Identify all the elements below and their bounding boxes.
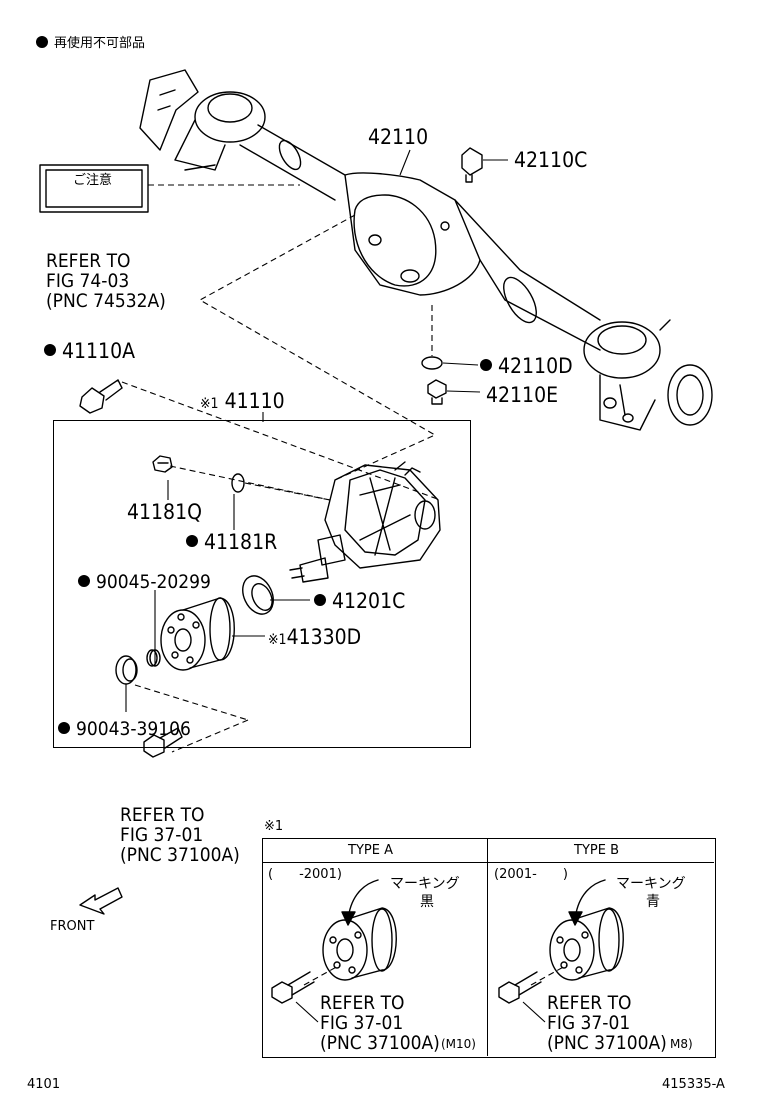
gasket-drawing xyxy=(421,356,443,370)
note-table-divider xyxy=(487,838,488,1056)
refer-bolt-line1: REFER TO xyxy=(120,804,205,826)
oil-seal-drawing xyxy=(242,575,274,615)
type-b-header: TYPE B xyxy=(574,843,619,858)
reuse-not-allowed-dot-icon xyxy=(480,359,492,371)
part-number: 41110A xyxy=(62,339,136,363)
refer-bolt-line3: (PNC 37100A) xyxy=(120,844,240,866)
note-mark: ※1 xyxy=(268,632,287,648)
note-table-header-row xyxy=(262,838,714,863)
part-label-41110a[interactable]: 41110A xyxy=(44,341,135,362)
lower-bolt-drawing xyxy=(143,727,183,758)
type-a-size: (M10) xyxy=(441,1037,476,1051)
axle-housing-drawing xyxy=(139,69,713,431)
part-label-41201c[interactable]: 41201C xyxy=(314,591,405,612)
part-label-41181q[interactable]: 41181Q xyxy=(127,500,202,524)
note-mark: ※1 xyxy=(200,396,219,412)
part-number: 90045-20299 xyxy=(96,571,211,593)
type-a-ref2: FIG 37-01 xyxy=(320,1012,404,1034)
note-table-mark: ※1 xyxy=(264,819,284,834)
front-arrow-icon xyxy=(79,887,123,915)
footer-right: 415335-A xyxy=(662,1077,725,1092)
type-b-bolt-drawing xyxy=(498,971,542,1004)
refer-top-line2: FIG 74-03 xyxy=(46,270,130,292)
washer-41181r-drawing xyxy=(231,473,245,493)
nut-41181q-drawing xyxy=(152,455,173,473)
type-a-header: TYPE A xyxy=(348,843,393,858)
type-a-bolt-drawing xyxy=(271,971,315,1004)
part-number: 90043-39106 xyxy=(76,718,191,740)
type-a-date-range: ( -2001) xyxy=(268,867,342,882)
part-label-42110e[interactable]: 42110E xyxy=(486,383,559,407)
part-number: 41330D xyxy=(286,625,362,649)
footer-left: 4101 xyxy=(27,1077,61,1092)
part-label-90045[interactable]: 90045-20299 xyxy=(78,573,211,592)
companion-flange-drawing xyxy=(160,597,235,671)
part-label-41181r[interactable]: 41181R xyxy=(186,532,277,553)
carrier-assembly-frame xyxy=(53,420,471,748)
type-b-size: M8) xyxy=(670,1037,693,1051)
type-b-ref1: REFER TO xyxy=(547,992,632,1014)
refer-top-line3: (PNC 74532A) xyxy=(46,290,166,312)
type-b-date-range: (2001- ) xyxy=(494,867,568,882)
refer-top-line1: REFER TO xyxy=(46,250,131,272)
caution-label-drawing xyxy=(39,164,149,213)
type-a-ref3: (PNC 37100A) xyxy=(320,1032,440,1054)
front-label: FRONT xyxy=(50,919,95,934)
drain-plug-drawing xyxy=(427,379,447,405)
part-number: 41201C xyxy=(332,589,406,613)
part-label-90043[interactable]: 90043-39106 xyxy=(58,720,191,739)
type-b-marking: マーキング xyxy=(616,876,686,892)
type-b-ref2: FIG 37-01 xyxy=(547,1012,631,1034)
part-label-42110c[interactable]: 42110C xyxy=(514,148,588,172)
part-number: 41181R xyxy=(204,530,278,554)
breather-plug-drawing xyxy=(461,147,483,183)
note-table xyxy=(262,838,716,1058)
bolt-41110a-drawing xyxy=(79,379,123,414)
part-number: 41110 xyxy=(224,389,285,413)
type-a-color: 黒 xyxy=(420,894,434,910)
part-label-41110[interactable]: ※1 41110 xyxy=(200,391,285,412)
legend-text: 再使用不可部品 xyxy=(54,36,146,51)
type-b-color: 青 xyxy=(646,894,660,910)
differential-carrier-drawing xyxy=(289,461,441,583)
reuse-not-allowed-dot-icon xyxy=(314,594,326,606)
part-label-41330d[interactable]: ※141330D xyxy=(268,627,361,648)
reuse-not-allowed-dot-icon xyxy=(186,535,198,547)
type-a-ref1: REFER TO xyxy=(320,992,405,1014)
reuse-not-allowed-dot-icon xyxy=(78,574,90,587)
type-b-ref3: (PNC 37100A) xyxy=(547,1032,667,1054)
legend: 再使用不可部品 xyxy=(36,35,146,51)
refer-bolt-line2: FIG 37-01 xyxy=(120,824,204,846)
type-a-marking: マーキング xyxy=(390,876,460,892)
caution-label-text: ご注意 xyxy=(73,173,113,188)
reuse-not-allowed-dot-icon xyxy=(44,344,56,356)
reuse-not-allowed-dot-icon xyxy=(36,35,48,48)
type-b-flange-drawing xyxy=(549,879,624,981)
reuse-not-allowed-dot-icon xyxy=(58,721,70,734)
type-a-flange-drawing xyxy=(322,879,397,981)
part-label-42110[interactable]: 42110 xyxy=(368,125,429,149)
part-number: 42110D xyxy=(498,354,573,378)
part-label-42110d[interactable]: 42110D xyxy=(480,356,573,377)
